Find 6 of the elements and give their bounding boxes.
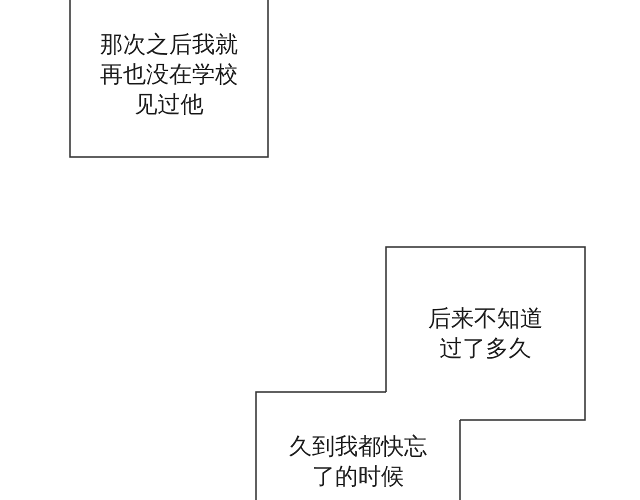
caption-box [386,247,585,420]
caption-box [70,0,268,157]
narration-text: 久到我都快忘了的时候 [288,433,428,492]
narration-text: 后来不知道过了多久 [427,305,544,364]
caption-box [256,392,460,500]
narration-text: 那次之后我就再也没在学校见过他 [99,31,239,120]
